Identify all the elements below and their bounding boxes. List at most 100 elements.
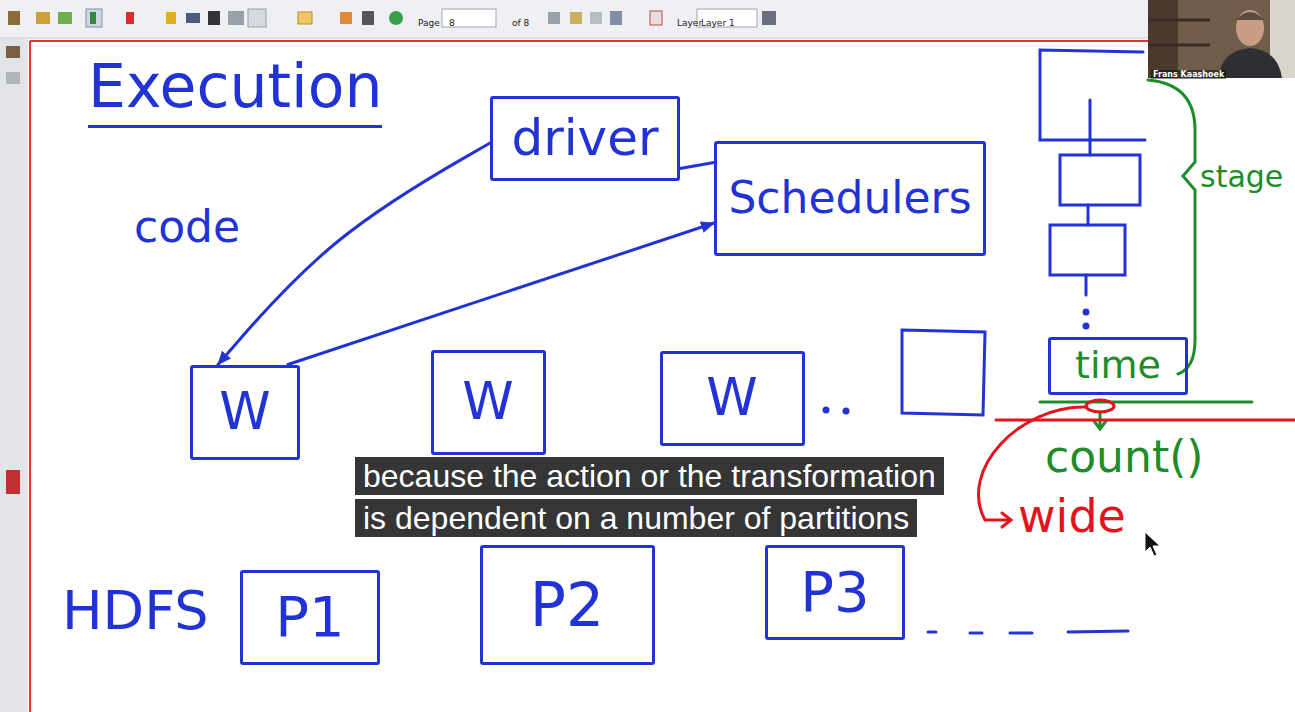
node-text: P1 [275, 586, 344, 648]
toolbar-icon [228, 11, 244, 25]
ellipsis-dot [1084, 324, 1088, 328]
webcam-shelf [1148, 44, 1210, 47]
dash [1068, 631, 1128, 632]
dash [970, 632, 982, 635]
worker-box: W [190, 365, 300, 460]
worker-box: W [660, 351, 805, 446]
down-arrow-head [1094, 421, 1106, 429]
dash [1010, 632, 1032, 635]
toolbar-icon [36, 12, 50, 24]
toolbar-label: Layer [677, 18, 702, 28]
wide-boundary [996, 419, 1295, 422]
toolbar-icon [86, 9, 102, 27]
subtitle: because the action or the transformation… [355, 457, 944, 537]
toolbar-edge [0, 38, 1295, 39]
side-icon [6, 72, 20, 84]
toolbar-icon [208, 11, 220, 25]
storage-label: HDFS [62, 579, 209, 642]
toolbar-icon [248, 9, 266, 27]
toolbar-icon [166, 12, 176, 24]
connector [288, 223, 714, 365]
scheduler-box: Schedulers [714, 141, 986, 256]
toolbar-icon [650, 11, 662, 25]
page-count: of 8 [512, 18, 529, 28]
toolbar-icon [298, 12, 312, 24]
webcam-shelf [1148, 19, 1210, 22]
board-border [30, 40, 1148, 42]
node-text: W [462, 373, 513, 430]
partition-box: P2 [480, 545, 655, 665]
toolbar-icon [610, 11, 622, 25]
stage-boundary [1040, 401, 1252, 404]
heading: Execution [88, 52, 382, 128]
edge-label: code [130, 202, 244, 253]
ellipsis-dot [1084, 310, 1088, 314]
toolbar-icon [340, 12, 352, 24]
node-text: P3 [800, 561, 869, 623]
participant-name-holder: Frans Kaashoek [1151, 63, 1226, 81]
connector [218, 143, 490, 365]
ellipsis-dot [824, 408, 828, 412]
webcam-frame [1148, 0, 1295, 78]
toolbar-icon [58, 12, 72, 24]
toolbar-label-holder: Layer [677, 12, 702, 30]
time-box: time [1048, 337, 1188, 395]
node-text: W [219, 383, 270, 440]
node-text: driver [511, 111, 658, 166]
worker-box: W [431, 350, 546, 455]
stack-link [1085, 275, 1088, 295]
partition-box: P1 [240, 570, 380, 665]
page-number-holder: 8 [449, 12, 455, 30]
participant-name: Frans Kaashoek [1151, 70, 1226, 79]
toolbar-icon [570, 12, 582, 24]
side-icon [6, 470, 20, 494]
toolbar-icon [362, 11, 374, 25]
mouse-cursor [1145, 532, 1160, 556]
toolbar-label-holder: Page [418, 12, 440, 30]
toolbar [0, 0, 1295, 38]
dependency-label: wide [1018, 489, 1126, 543]
subtitle-holder: because the action or the transformation… [355, 455, 955, 539]
webcam-person [1218, 48, 1282, 78]
toolbar-label: Page [418, 18, 440, 28]
empty-box [902, 330, 985, 415]
stack-link [1087, 205, 1090, 225]
webcam-person [1236, 10, 1264, 46]
ellipsis-dot [844, 409, 848, 413]
stack-box [1040, 50, 1145, 140]
node-text: P2 [530, 572, 604, 638]
storage-label-holder: HDFS [62, 580, 209, 642]
stack-box [1060, 155, 1140, 205]
partition-box: P3 [765, 545, 905, 640]
board-border [29, 41, 31, 712]
toolbar-icon [126, 12, 134, 24]
dependency-label-holder: wide [1018, 490, 1126, 543]
toolbar-icon [8, 11, 20, 25]
dependency-circle [1086, 400, 1114, 412]
page-count-holder: of 8 [512, 12, 529, 30]
toolbar-icon [389, 11, 403, 25]
stage-bracket [1148, 80, 1195, 374]
side-icon [6, 46, 20, 58]
node-text: W [706, 369, 757, 426]
stack-box [1050, 225, 1125, 275]
node-text: time [1075, 345, 1161, 387]
connector [680, 163, 714, 169]
whiteboard [28, 39, 1295, 712]
toolbar-icon [548, 12, 560, 24]
action-label: count() [1045, 431, 1203, 482]
page-number: 8 [449, 18, 455, 28]
dash [928, 631, 936, 634]
page-input [442, 9, 496, 27]
driver-box: driver [490, 96, 680, 181]
webcam-shelf [1148, 0, 1178, 78]
stack-link [1089, 100, 1092, 155]
toolbar-icon [186, 13, 200, 23]
layer-name-holder: Layer 1 [701, 12, 735, 30]
layer-name: Layer 1 [701, 18, 735, 28]
stage-label-holder: stage [1200, 160, 1283, 195]
action-label-holder: count() [1045, 432, 1203, 483]
layer-dropdown [697, 9, 757, 27]
side-strip [0, 39, 28, 712]
